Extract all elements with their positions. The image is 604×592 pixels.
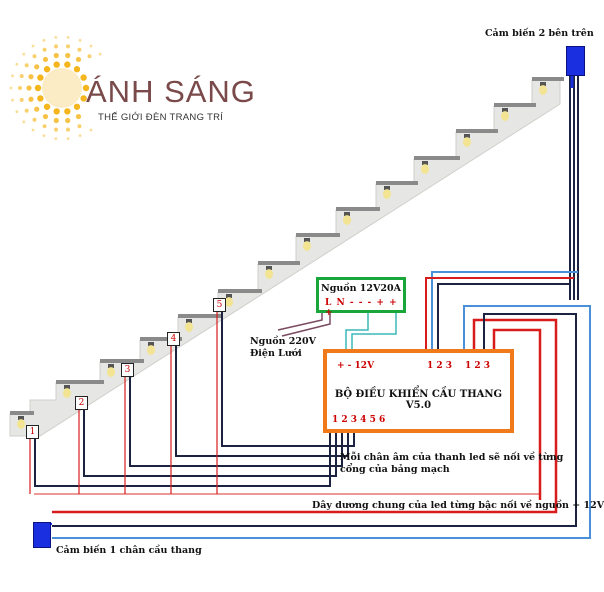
step-tread	[414, 156, 460, 160]
light-glow	[501, 111, 509, 121]
top-sensor-label: Cảm biến 2 bên trên	[485, 28, 594, 39]
lamp-icon	[108, 364, 114, 368]
light-glow	[63, 388, 71, 398]
lamp-icon	[422, 161, 428, 165]
bottom-sensor-icon	[33, 522, 51, 548]
light-glow	[225, 297, 233, 307]
step-tread	[218, 289, 262, 293]
light-glow	[421, 164, 429, 174]
step-tread	[296, 233, 340, 237]
lamp-icon	[266, 266, 272, 270]
light-glow	[147, 345, 155, 355]
led-negative-wire	[34, 433, 331, 487]
lamp-icon	[226, 294, 232, 298]
lamp-icon	[148, 342, 154, 346]
controller-sensor-port-b: 1 2 3	[465, 361, 491, 371]
light-glow	[463, 137, 471, 147]
bottom-sensor-label: Cảm biến 1 chân cầu thang	[56, 545, 202, 556]
logo-name: ÁNH SÁNG	[86, 74, 256, 109]
light-glow	[539, 85, 547, 95]
staircase	[9, 77, 564, 437]
step-tread	[140, 337, 182, 341]
step-tread	[376, 181, 418, 185]
step-tread	[178, 314, 222, 318]
lamp-icon	[186, 319, 192, 323]
controller-sensor-port-a: 1 2 3	[427, 361, 453, 371]
lamp-icon	[502, 108, 508, 112]
wires	[29, 76, 591, 539]
step-tread	[100, 359, 144, 363]
controller-power-input: + - 12V	[337, 361, 375, 371]
lamp-icon	[18, 416, 24, 420]
power-supply-title: Nguồn 12V20A	[321, 283, 401, 294]
sun-logo-icon	[9, 35, 102, 141]
positive-common-note: Dây dương chung của led từng bậc nối về …	[312, 500, 604, 511]
controller-led-outputs: 1 2 3 4 5 6	[332, 415, 386, 425]
led-negative-wire	[221, 310, 355, 447]
led-negative-wire	[175, 344, 349, 457]
light-glow	[383, 189, 391, 199]
step-number: 5	[213, 298, 226, 312]
light-glow	[107, 367, 115, 377]
step-number: 3	[121, 363, 134, 377]
light-glow	[265, 269, 273, 279]
light-glow	[303, 241, 311, 251]
step-number: 1	[26, 425, 39, 439]
step-number: 2	[75, 396, 88, 410]
power-supply-box: Nguồn 12V20A L N - - - + + +	[316, 277, 406, 318]
power-supply-terminals: L N - - - + + +	[325, 298, 398, 318]
lamp-icon	[304, 238, 310, 242]
controller-box: + - 12V 1 2 3 1 2 3 BỘ ĐIỀU KHIỂN CẦU TH…	[323, 349, 514, 433]
led-negative-wire	[83, 408, 337, 477]
top-sensor-icon	[566, 46, 585, 76]
step-tread	[258, 261, 300, 265]
led-negative-wire	[129, 375, 343, 467]
step-tread	[456, 129, 498, 133]
lamp-icon	[540, 82, 546, 86]
step-tread	[532, 77, 564, 81]
step-tread	[10, 411, 34, 415]
light-glow	[185, 322, 193, 332]
lamp-icon	[344, 212, 350, 216]
step-number: 4	[167, 332, 180, 346]
step-tread	[494, 103, 536, 107]
logo-tagline: THẾ GIỚI ĐÈN TRANG TRÍ	[98, 112, 224, 123]
negative-wire-note: Mỗi chân âm của thanh led sẽ nối về từng	[340, 452, 564, 463]
mains-label: Nguồn 220V	[250, 336, 316, 347]
negative-wire-note-sub: cổng của bảng mạch	[340, 464, 450, 475]
mains-label-sub: Điện Lưới	[250, 348, 302, 359]
step-tread	[336, 207, 380, 211]
step-tread	[56, 380, 104, 384]
controller-title: BỘ ĐIỀU KHIỂN CẦU THANG V5.0	[334, 389, 503, 411]
lamp-icon	[384, 186, 390, 190]
light-glow	[17, 419, 25, 429]
light-glow	[343, 215, 351, 225]
lamp-icon	[464, 134, 470, 138]
lamp-icon	[64, 385, 70, 389]
